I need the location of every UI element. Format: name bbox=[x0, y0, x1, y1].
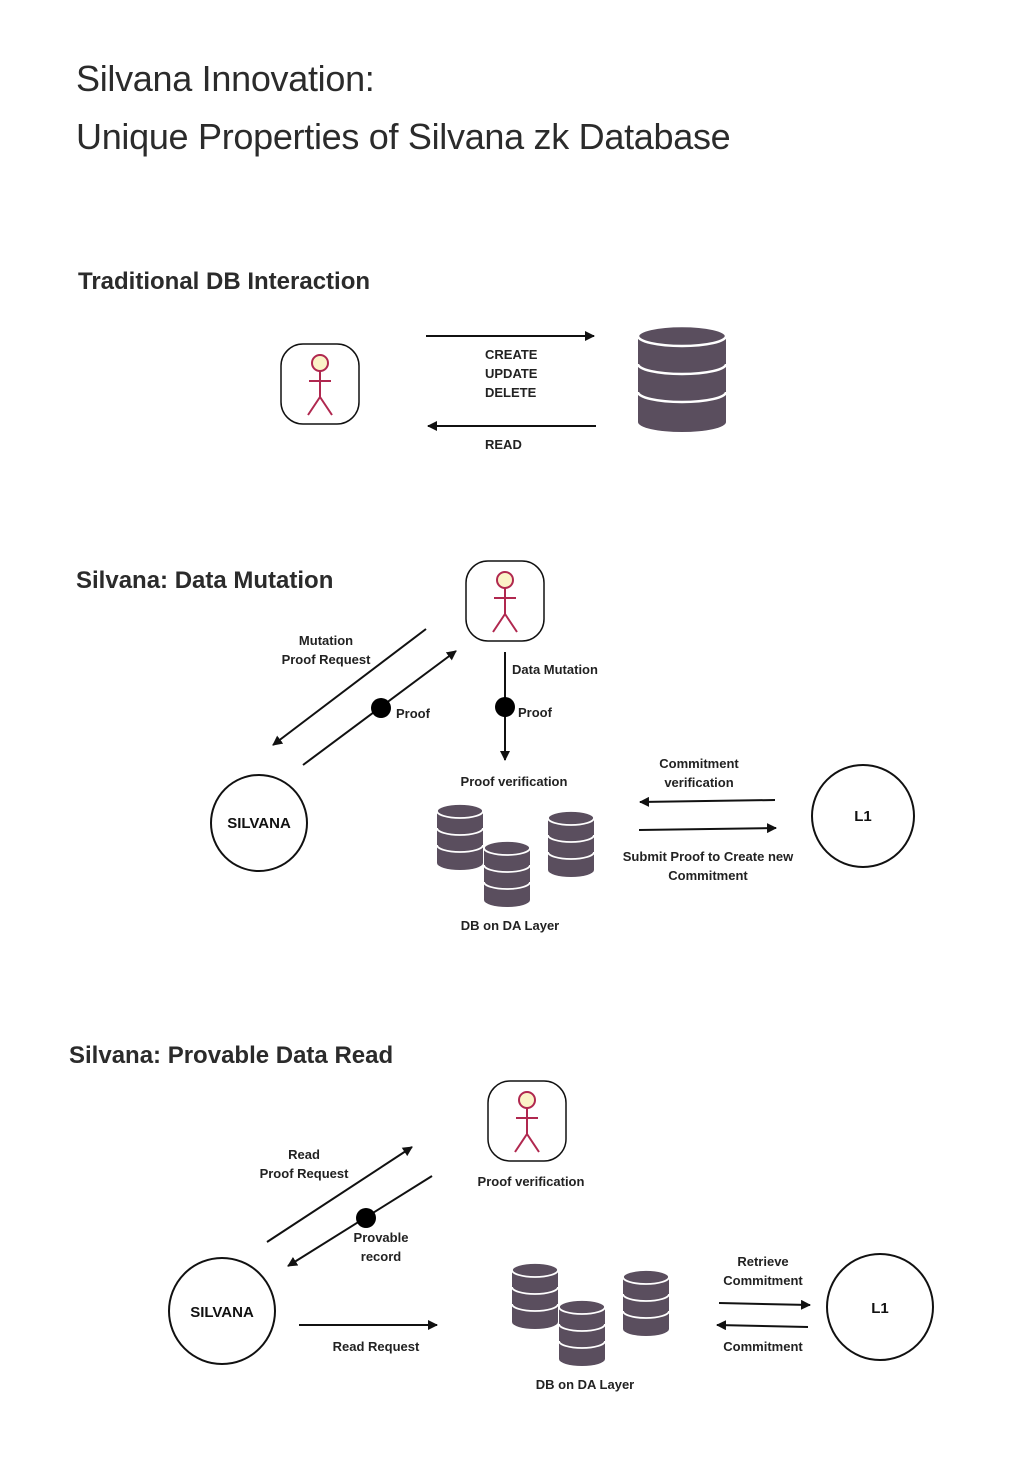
traditional-section: CREATE UPDATE DELETE READ bbox=[280, 324, 728, 452]
silvana-node bbox=[168, 1257, 276, 1365]
mutation-proof-request-label-2: Proof Request bbox=[282, 652, 372, 667]
provable-record-label-2: record bbox=[361, 1249, 402, 1264]
database-icon bbox=[511, 1262, 559, 1330]
read-proof-verification-label: Proof verification bbox=[478, 1174, 585, 1189]
section-title-mutation: Silvana: Data Mutation bbox=[76, 567, 334, 594]
proof-dot-icon bbox=[356, 1208, 376, 1228]
db-cluster bbox=[511, 1262, 670, 1367]
read-section: Proof verification Read Proof Request Pr… bbox=[168, 1080, 934, 1392]
database-icon bbox=[558, 1299, 606, 1367]
proof-dot-icon bbox=[495, 697, 515, 717]
op-update-label: UPDATE bbox=[485, 366, 538, 381]
commitment-label: Commitment bbox=[723, 1339, 803, 1354]
actor-user-icon bbox=[280, 343, 360, 425]
l1-node-label: L1 bbox=[871, 1300, 889, 1317]
proof-dot-icon bbox=[371, 698, 391, 718]
submit-proof-label-1: Submit Proof to Create new bbox=[623, 849, 794, 864]
mutation-proof-request-label-1: Mutation bbox=[299, 633, 353, 648]
op-read-label: READ bbox=[485, 437, 522, 452]
actor-user-icon bbox=[465, 560, 545, 642]
db-layer-label: DB on DA Layer bbox=[536, 1377, 634, 1392]
database-icon bbox=[547, 810, 595, 878]
database-icon bbox=[636, 324, 728, 432]
commitment-return-arrow bbox=[716, 1320, 809, 1331]
retrieve-commitment-label-1: Retrieve bbox=[737, 1254, 788, 1269]
mutation-section: Mutation Proof Request Proof Data Mutati… bbox=[210, 560, 915, 933]
submit-proof-arrow bbox=[638, 823, 777, 834]
page-title-line2: Unique Properties of Silvana zk Database bbox=[76, 116, 731, 157]
mutation-proof-request-arrow bbox=[272, 628, 427, 746]
proof-verification-label: Proof verification bbox=[461, 774, 568, 789]
read-request-label: Read Request bbox=[333, 1339, 420, 1354]
db-layer-label: DB on DA Layer bbox=[461, 918, 559, 933]
op-delete-label: DELETE bbox=[485, 385, 537, 400]
database-icon bbox=[436, 803, 484, 871]
l1-node-label: L1 bbox=[854, 808, 872, 825]
silvana-node bbox=[210, 774, 308, 872]
commitment-verification-arrow bbox=[639, 796, 776, 807]
silvana-node-label: SILVANA bbox=[227, 815, 291, 832]
read-proof-request-arrow bbox=[266, 1146, 413, 1243]
database-icon bbox=[622, 1269, 670, 1337]
database-icon bbox=[483, 840, 531, 908]
op-create-label: CREATE bbox=[485, 347, 538, 362]
submit-proof-label-2: Commitment bbox=[668, 868, 748, 883]
section-title-read: Silvana: Provable Data Read bbox=[69, 1042, 394, 1069]
data-mutation-label: Data Mutation bbox=[512, 662, 598, 677]
commitment-verification-label-1: Commitment bbox=[659, 756, 739, 771]
commitment-verification-label-2: verification bbox=[664, 775, 733, 790]
provable-record-label-1: Provable bbox=[354, 1230, 409, 1245]
read-proof-request-label-2: Proof Request bbox=[260, 1166, 350, 1181]
retrieve-commitment-arrow bbox=[718, 1299, 811, 1310]
retrieve-commitment-label-2: Commitment bbox=[723, 1273, 803, 1288]
read-proof-request-label-1: Read bbox=[288, 1147, 320, 1162]
mutation-proof-left-label: Proof bbox=[396, 706, 431, 721]
section-title-traditional: Traditional DB Interaction bbox=[78, 268, 371, 295]
db-cluster bbox=[436, 803, 595, 908]
silvana-node-label: SILVANA bbox=[190, 1304, 254, 1321]
mutation-proof-right-label: Proof bbox=[518, 705, 553, 720]
l1-node bbox=[826, 1253, 934, 1361]
actor-user-icon bbox=[487, 1080, 567, 1162]
page-title-line1: Silvana Innovation: bbox=[76, 58, 375, 99]
l1-node bbox=[811, 764, 915, 868]
